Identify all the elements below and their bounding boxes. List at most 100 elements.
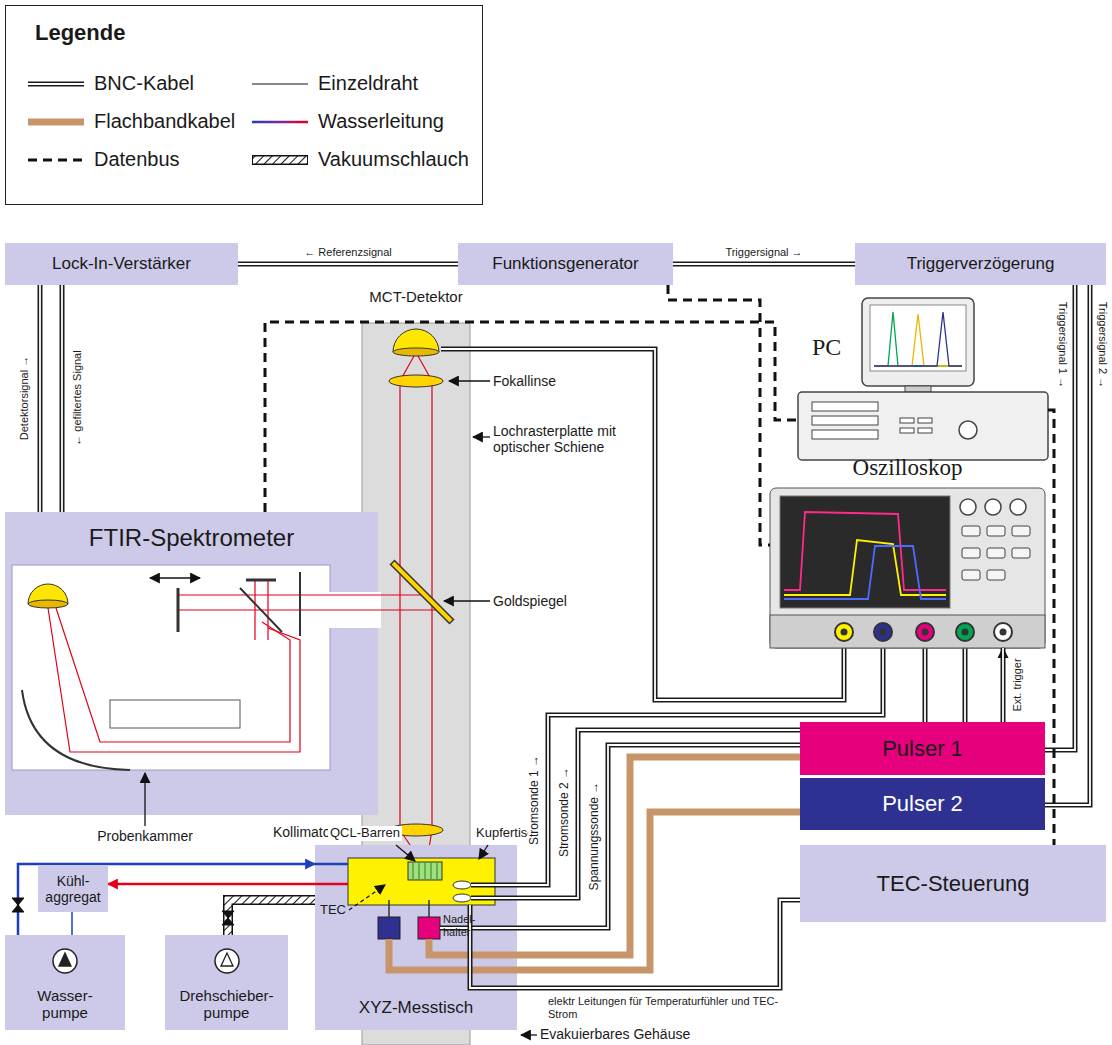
spectrum <box>874 312 962 366</box>
leader-arrow <box>349 885 385 910</box>
oscilloscope: Oszilloskop <box>770 488 1045 648</box>
legend-sample <box>28 150 84 170</box>
leader-arrow <box>396 845 415 861</box>
leader-arrow <box>479 845 488 859</box>
button <box>1012 548 1030 558</box>
connector <box>673 264 855 265</box>
oscilloscope-body <box>770 488 1045 648</box>
legend-entry: Einzeldraht <box>252 72 418 95</box>
xyz-stage <box>315 845 517 1030</box>
water-line <box>18 864 315 935</box>
vacuum-hose <box>228 900 315 935</box>
legend-entry: BNC-Kabel <box>28 72 194 95</box>
pump-circle <box>215 949 239 973</box>
part-label: Lochrasterplatte mit optischer Schiene <box>493 423 643 455</box>
button <box>987 526 1005 536</box>
part-label: TEC <box>320 903 346 918</box>
mct-detector-base <box>393 348 439 356</box>
node-title: PC <box>812 334 841 362</box>
part-label: Nadel- halter <box>443 913 483 938</box>
data-bus <box>1048 410 1054 845</box>
pump-circle <box>53 949 77 973</box>
vacuum-hose-hatch <box>228 900 315 935</box>
ir-beam <box>48 608 300 752</box>
node-title: Lock-In-Verstärker <box>52 254 191 274</box>
data-bus <box>668 285 770 545</box>
legend-sample <box>252 112 308 132</box>
legend-text: Wasserleitung <box>318 110 444 133</box>
slot <box>900 428 914 433</box>
gold-mirror-edge <box>392 562 452 622</box>
signal-label: Triggersignal → <box>723 246 804 259</box>
connector <box>1048 410 1054 845</box>
leader-arrow <box>444 600 490 601</box>
bnc-cable <box>517 900 800 988</box>
power-button <box>959 421 977 439</box>
signal-label: ← Referenzsignal <box>302 246 393 259</box>
slot <box>900 418 914 423</box>
ir-beam <box>178 594 425 595</box>
connector-panel <box>770 615 1045 648</box>
qcl-ridge <box>425 863 426 879</box>
legend-text: BNC-Kabel <box>94 72 194 95</box>
part-label: Goldspiegel <box>493 593 567 609</box>
monitor-screen <box>870 305 966 371</box>
legend-bnc <box>28 83 84 84</box>
node-title: Funktionsgenerator <box>492 254 638 274</box>
instrument-box: Funktionsgenerator <box>458 243 673 285</box>
drive-bay <box>812 402 878 411</box>
sample-compartment <box>110 700 240 728</box>
legend-entry: Wasserleitung <box>252 110 444 133</box>
node-title: Drehschieber- pumpe <box>172 987 282 1022</box>
water-line <box>71 912 73 935</box>
computer: PC <box>798 298 1048 460</box>
bnc-cable-outer <box>470 905 517 988</box>
spectrum <box>874 314 962 366</box>
ribbon-cable <box>429 757 800 955</box>
legend-bnc-inner <box>28 83 84 85</box>
node-title: XYZ-Messtisch <box>359 998 473 1018</box>
bnc-socket <box>994 623 1012 641</box>
knob <box>1010 499 1026 515</box>
data-bus <box>265 322 798 512</box>
water-line <box>315 883 348 886</box>
pump-triangle <box>59 953 71 966</box>
connector <box>228 900 315 935</box>
node-title: Pulser 1 <box>882 736 963 761</box>
qcl-ridge <box>437 863 438 879</box>
legend-sample <box>252 150 308 170</box>
oscilloscope-screen <box>780 496 950 608</box>
connector <box>668 285 770 545</box>
legend-entry: Datenbus <box>28 148 180 171</box>
qcl-ridge <box>419 863 420 879</box>
bnc-socket <box>956 623 974 641</box>
chiller-box: Kühl- aggregat <box>38 866 108 912</box>
node-title: Wasser- pumpe <box>25 987 105 1022</box>
laser-beam <box>400 356 432 866</box>
bnc-pin <box>841 629 848 636</box>
pump-icon <box>50 946 80 976</box>
spectrum <box>874 312 962 366</box>
moving-mirror <box>177 588 180 632</box>
computer-case <box>798 392 1048 460</box>
bnc-cable <box>1045 285 1090 805</box>
fixed-mirror <box>299 572 301 636</box>
connector <box>265 322 798 512</box>
part-label: Fokallinse <box>493 373 556 389</box>
part-label: Stromsonde 2 → <box>558 765 572 859</box>
pulser-box: Pulser 1 <box>800 722 1045 775</box>
bnc-cable <box>1045 285 1075 750</box>
bnc-cable-core <box>673 263 855 265</box>
bnc-pin <box>880 629 887 636</box>
button <box>1012 526 1030 536</box>
bnc-cable-core <box>1002 648 1004 722</box>
drive-bay <box>812 416 878 425</box>
bnc-cable <box>38 285 43 512</box>
slot <box>918 428 932 433</box>
pump-icon <box>212 946 242 976</box>
probe-needle <box>428 900 430 917</box>
pump-triangle <box>221 953 233 966</box>
legend-sample <box>28 112 84 132</box>
monitor <box>862 298 974 386</box>
signal-label: Ext. trigger <box>1011 656 1024 713</box>
